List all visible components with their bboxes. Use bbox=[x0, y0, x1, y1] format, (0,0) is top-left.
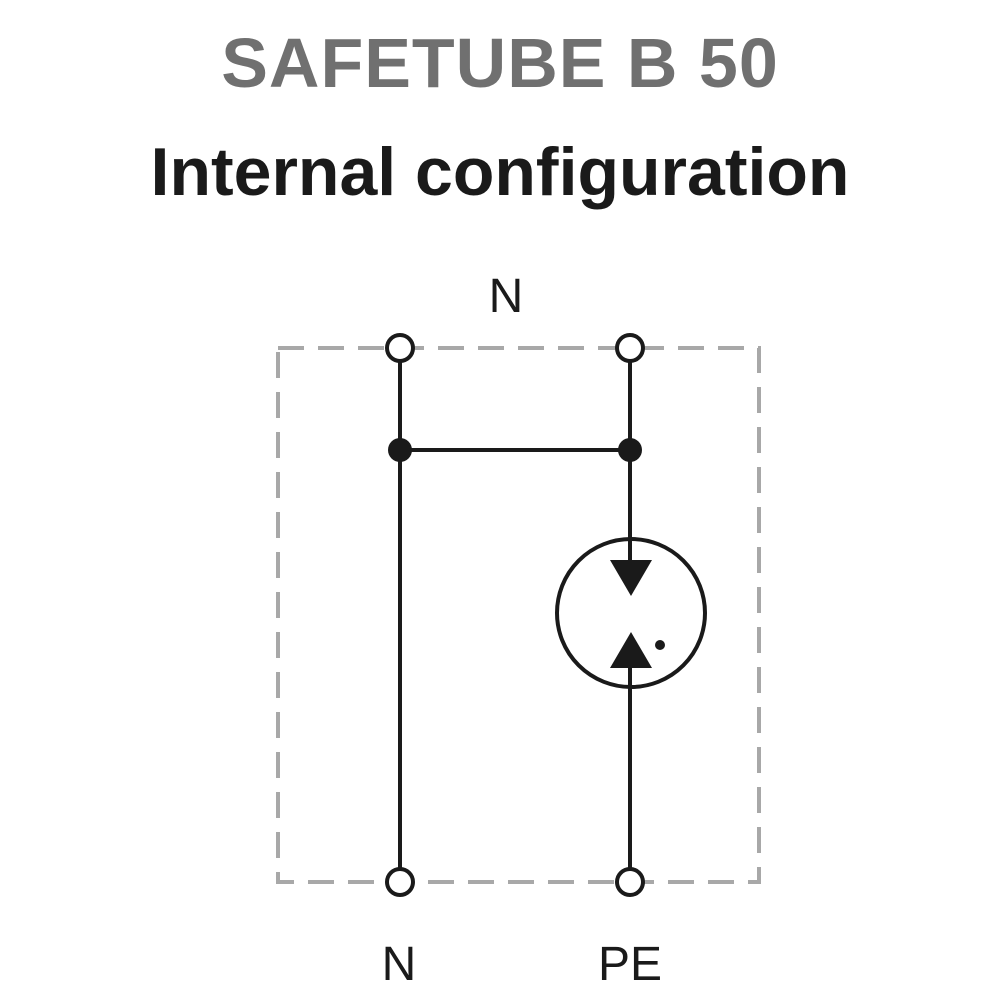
top-terminal-label: N bbox=[488, 270, 524, 323]
terminal-circle-icon bbox=[615, 867, 645, 897]
bottom-left-terminal-label: N bbox=[381, 938, 417, 991]
terminal-circle-icon bbox=[615, 333, 645, 363]
junction-dot-icon bbox=[618, 438, 642, 462]
spark-gap-lower-electrode bbox=[610, 632, 652, 668]
page-subtitle: Internal configuration bbox=[150, 134, 850, 210]
product-model-title: SAFETUBE B 50 bbox=[221, 24, 779, 102]
terminal-circle-icon bbox=[385, 333, 415, 363]
spark-gap-icon bbox=[555, 537, 707, 689]
spark-gap-housing bbox=[555, 537, 707, 689]
bottom-right-terminal-label: PE bbox=[597, 938, 663, 991]
terminal-circle-icon bbox=[385, 867, 415, 897]
spark-gap-gas-dot bbox=[655, 640, 665, 650]
junction-dot-icon bbox=[388, 438, 412, 462]
enclosure-boundary bbox=[276, 346, 761, 884]
spark-gap-upper-electrode bbox=[610, 560, 652, 596]
